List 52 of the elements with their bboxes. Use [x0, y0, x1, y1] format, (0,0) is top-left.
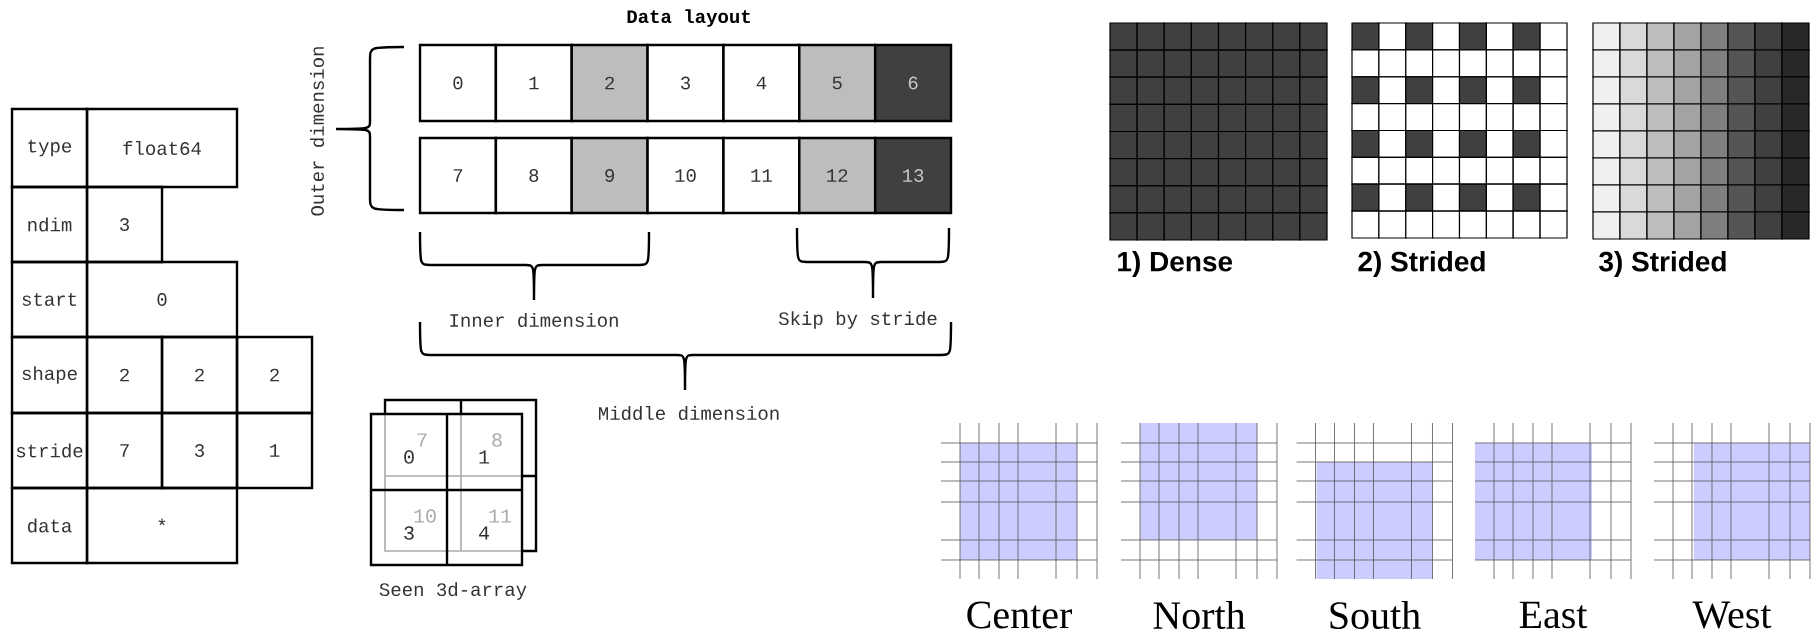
- grid-caption: 1) Dense: [1118, 250, 1233, 278]
- index-number: 3: [404, 526, 414, 540]
- table-cell: 2: [160, 335, 239, 415]
- memory-cell: 13: [874, 136, 953, 215]
- index-number: 0: [404, 450, 414, 464]
- panel-caption: South: [1330, 600, 1421, 630]
- index-number: 7: [417, 433, 427, 447]
- table-cell: float64: [85, 107, 239, 189]
- memory-cell: 7: [418, 136, 497, 215]
- table-cell: type: [10, 107, 89, 189]
- table-cell: 3: [160, 411, 239, 490]
- memory-cell: 3: [646, 43, 725, 123]
- table-cell: start: [10, 260, 89, 339]
- memory-cell: 5: [798, 43, 877, 123]
- caption: Seen 3d-array: [379, 582, 527, 600]
- memory-cell: 1: [494, 43, 573, 123]
- table-cell: 3: [85, 185, 164, 264]
- memory-cell: 11: [722, 136, 801, 215]
- table-cell: *: [85, 486, 239, 565]
- table-cell: 2: [85, 335, 164, 415]
- dimension-label: Inner dimension: [450, 313, 618, 327]
- heading: Data layout: [627, 9, 750, 27]
- index-number: 10: [414, 509, 436, 523]
- memory-cell: 12: [798, 136, 877, 215]
- memory-cell: 9: [570, 136, 649, 215]
- panel-caption: East: [1519, 601, 1588, 629]
- grid-caption: 2) Strided: [1358, 250, 1485, 278]
- table-cell: data: [10, 486, 89, 565]
- index-number: 11: [489, 509, 512, 523]
- memory-cell: 0: [418, 43, 497, 123]
- memory-cell: 10: [646, 136, 725, 215]
- dimension-label: Middle dimension: [599, 406, 779, 420]
- index-number: 1: [479, 450, 490, 464]
- memory-cell: 8: [494, 136, 573, 215]
- dimension-label: Outer dimension: [310, 47, 325, 216]
- grid-caption: 3) Strided: [1599, 250, 1726, 278]
- memory-cell: 2: [570, 43, 649, 123]
- table-cell: shape: [10, 335, 89, 415]
- table-cell: 0: [85, 260, 239, 339]
- panel-caption: North: [1153, 600, 1246, 630]
- table-cell: 7: [85, 411, 164, 490]
- memory-cell: 4: [722, 43, 801, 123]
- dimension-label: Skip by stride: [778, 311, 937, 329]
- index-number: 4: [479, 526, 489, 540]
- panel-caption: West: [1692, 601, 1772, 629]
- table-cell: ndim: [10, 185, 89, 264]
- memory-cell: 6: [874, 43, 953, 123]
- table-cell: stride: [10, 411, 89, 490]
- index-number: 8: [492, 433, 502, 447]
- table-cell: 1: [235, 411, 314, 490]
- table-cell: 2: [235, 335, 314, 415]
- panel-caption: Center: [967, 601, 1072, 629]
